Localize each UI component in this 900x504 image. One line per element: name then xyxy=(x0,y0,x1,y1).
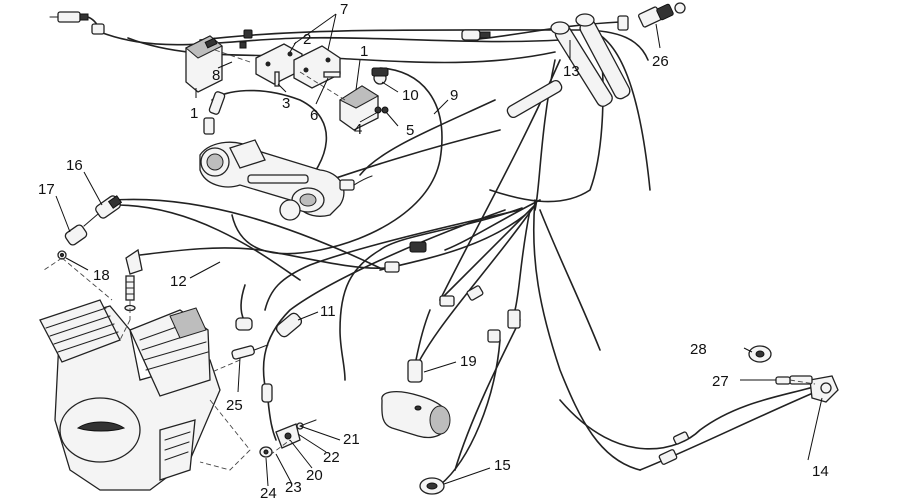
callout-9: 9 xyxy=(450,87,458,104)
callout-1a: 1 xyxy=(190,105,198,122)
callout-6: 6 xyxy=(310,107,318,124)
small-fasteners xyxy=(214,29,389,114)
harness-connectors xyxy=(384,241,521,343)
callout-25: 25 xyxy=(226,397,243,414)
callout-28: 28 xyxy=(690,341,707,358)
callout-1b: 1 xyxy=(360,43,368,60)
throttle-body-assembly xyxy=(199,139,373,221)
callout-8: 8 xyxy=(212,67,220,84)
callout-3: 3 xyxy=(282,95,290,112)
engine-left-cylinder-fins xyxy=(39,299,121,363)
relay-connector-26 xyxy=(461,2,686,41)
sensor-25 xyxy=(231,344,269,360)
assembly-dash-lines xyxy=(43,257,291,471)
spark-plug-cap-11 xyxy=(235,284,303,338)
callout-18: 18 xyxy=(93,267,110,284)
callout-24: 24 xyxy=(260,485,277,502)
callout-4: 4 xyxy=(354,121,362,138)
ignition-coil-19 xyxy=(381,309,451,439)
engine-side-cover xyxy=(59,397,141,463)
callout-13: 13 xyxy=(563,63,580,80)
callout-23: 23 xyxy=(285,479,302,496)
engine-block xyxy=(39,299,221,491)
callout-labels: 1 1 2 3 4 5 6 7 8 9 10 11 12 13 14 15 16… xyxy=(38,1,829,502)
leader-lines xyxy=(55,13,823,487)
sensor-15 xyxy=(419,477,445,495)
callout-27: 27 xyxy=(712,373,729,390)
engine-right-cylinder-fins xyxy=(129,307,211,397)
control-unit-right xyxy=(338,85,379,131)
callout-11: 11 xyxy=(320,303,336,320)
callout-7: 7 xyxy=(340,1,348,18)
sensor-left-1 xyxy=(203,91,226,135)
callout-15: 15 xyxy=(494,457,511,474)
callout-10: 10 xyxy=(402,87,419,104)
callout-16: 16 xyxy=(66,157,83,174)
callout-19: 19 xyxy=(460,353,477,370)
callout-22: 22 xyxy=(323,449,340,466)
sensor-20-24-assembly xyxy=(259,383,317,458)
sensor-12 xyxy=(124,248,143,320)
callout-2: 2 xyxy=(303,31,311,48)
mounting-plate-2b xyxy=(293,45,341,89)
top-left-connector xyxy=(49,11,105,35)
callout-14: 14 xyxy=(812,463,829,480)
callout-12: 12 xyxy=(170,273,187,290)
callout-26: 26 xyxy=(652,53,669,70)
callout-5: 5 xyxy=(406,122,414,139)
sensor-16-17 xyxy=(57,195,123,260)
callout-20: 20 xyxy=(306,467,323,484)
control-unit-left xyxy=(185,35,223,93)
callout-21: 21 xyxy=(343,431,360,448)
callout-17: 17 xyxy=(38,181,55,198)
switch-14 xyxy=(658,375,839,465)
washer-28 xyxy=(748,345,772,363)
